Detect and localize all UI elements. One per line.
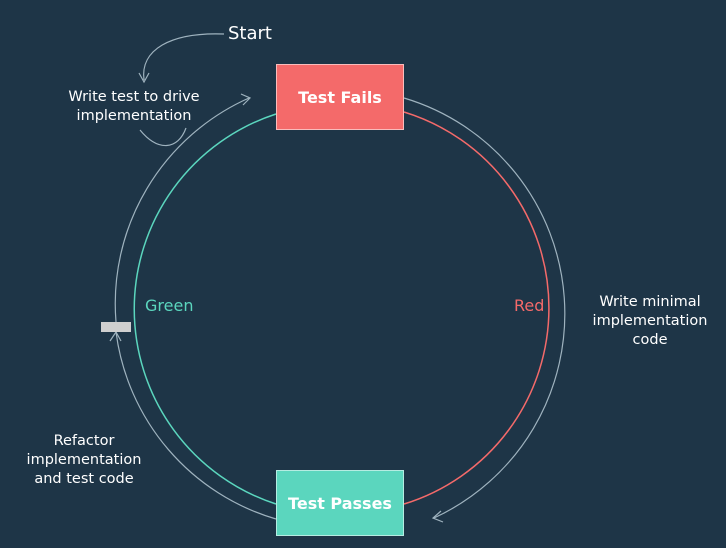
write-test-line-2: implementation [76,108,192,124]
outer-arc-left-lower [115,331,277,520]
start-label: Start [228,23,272,44]
write-test-curve [139,127,187,147]
test-passes-label: Test Passes [288,493,392,513]
red-phase-label: Red [514,296,545,315]
red-phase-arc [403,111,550,505]
refactor-line-1: Refactor [53,433,115,449]
test-fails-label: Test Fails [298,87,382,107]
test-fails-box: Test Fails [276,64,404,130]
refactor-label: Refactor implementation and test code [14,432,154,489]
start-curve [143,33,225,81]
arrowhead-to-test-passes [431,510,444,523]
write-code-label: Write minimal implementation code [580,293,720,350]
write-test-label: Write test to drive implementation [48,88,220,126]
test-passes-box: Test Passes [276,470,404,536]
green-phase-arc [133,113,277,505]
write-code-line-1: Write minimal [599,294,701,310]
arrowhead-to-refactor [109,330,122,342]
refactor-marker [101,322,131,332]
write-code-line-3: code [632,332,668,348]
write-code-line-2: implementation [592,313,708,329]
write-test-line-1: Write test to drive [68,89,200,105]
outer-arc-right [403,97,566,519]
refactor-line-2: implementation [26,452,142,468]
arrowhead-to-test-fails [240,93,252,106]
outer-arc-left-upper [114,97,250,323]
green-phase-label: Green [145,296,194,315]
refactor-line-3: and test code [34,471,134,487]
arrowhead-start [138,72,150,84]
